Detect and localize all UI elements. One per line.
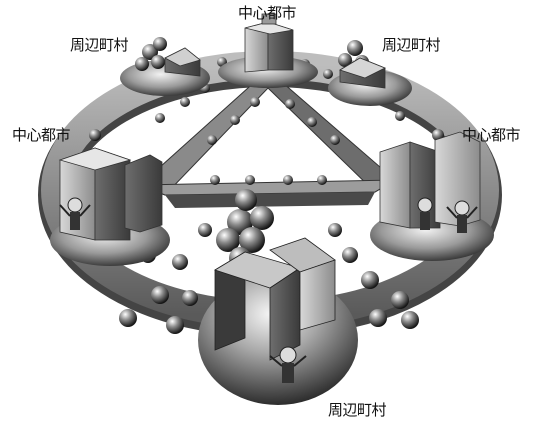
peripheral-village-bottom: [198, 189, 358, 405]
label-peripheral-top-right: 周辺町村: [382, 34, 440, 55]
label-center-city-right: 中心都市: [462, 124, 520, 145]
center-city-left: [50, 148, 170, 266]
label-center-city-top: 中心都市: [238, 2, 296, 23]
label-peripheral-top-left: 周辺町村: [70, 34, 128, 55]
label-center-city-left: 中心都市: [12, 124, 70, 145]
label-peripheral-bottom: 周辺町村: [328, 399, 386, 420]
center-city-top: [218, 14, 318, 88]
center-city-right: [370, 132, 494, 261]
peripheral-village-top-left: [120, 37, 210, 96]
